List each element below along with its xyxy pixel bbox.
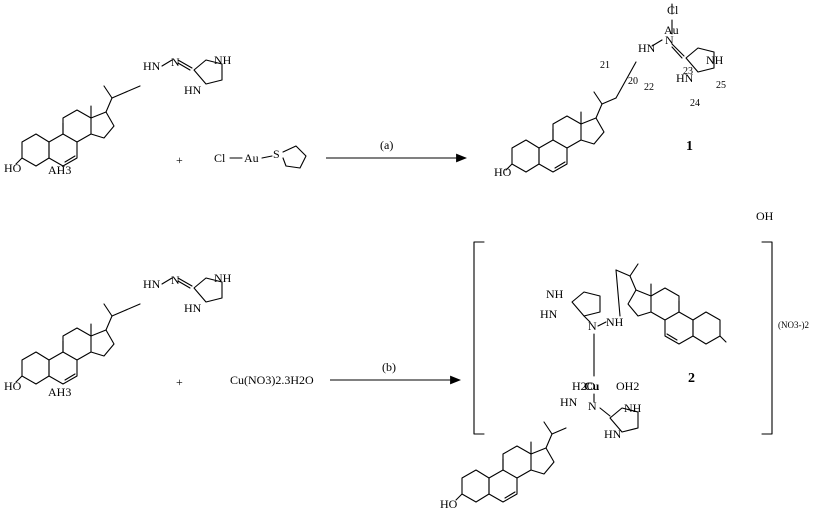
atom-number-22: 22: [644, 82, 654, 93]
cu-center-label: Cu: [584, 379, 600, 393]
n-label: N: [171, 55, 180, 69]
hn-label: HN: [540, 307, 558, 321]
atom-number-24: 24: [690, 98, 700, 109]
product-1: Cl Au HN N NH HN 21 20 22 23 24 25 HO 1: [494, 3, 726, 179]
hn-label: HN: [676, 71, 694, 85]
reaction-arrow-b: (b): [330, 360, 462, 385]
n-label: N: [588, 319, 597, 333]
product-2-complex: OH NH HN N NH H2O Cu OH2 N HN NH HN HO 2: [440, 209, 774, 511]
plus-sign: +: [176, 153, 183, 167]
condition-b: (b): [382, 360, 396, 374]
right-bracket: [761, 241, 773, 435]
ho-label: HO: [494, 165, 512, 179]
ho-label: HO: [440, 497, 458, 511]
atom-number-25: 25: [716, 80, 726, 91]
compound-number-2: 2: [688, 371, 695, 386]
au-label: Au: [664, 23, 679, 37]
nh-label: NH: [706, 53, 724, 67]
cl-label: Cl: [667, 3, 679, 17]
left-bracket: [473, 241, 485, 435]
compound-number-1: 1: [686, 139, 693, 154]
nh-label: NH: [546, 287, 564, 301]
condition-a: (a): [380, 138, 393, 152]
s-label: S: [273, 147, 280, 161]
oh-label: OH: [756, 209, 774, 223]
reagent-cu-nitrate: Cu(NO3)2.3H2O: [230, 373, 314, 387]
reaction-arrow-a: (a): [326, 138, 468, 163]
hn-label: HN: [560, 395, 578, 409]
water-right-label: OH2: [616, 379, 639, 393]
hn-label: HN: [184, 301, 202, 315]
compound-label-ah3: AH3: [48, 385, 71, 399]
au-label: Au: [244, 151, 259, 165]
ho-label: HO: [4, 379, 22, 393]
atom-number-21: 21: [600, 60, 610, 71]
counterion-label: (NO3-)2: [778, 320, 809, 330]
cl-label: Cl: [214, 151, 226, 165]
atom-number-20: 20: [628, 76, 638, 87]
reactant-ah3-bottom: HN N NH HN HO AH3: [4, 271, 232, 399]
hn-label: HN: [143, 59, 161, 73]
nh-label: NH: [214, 53, 232, 67]
hn-label: HN: [143, 277, 161, 291]
nh-label: NH: [214, 271, 232, 285]
n-label: N: [665, 33, 674, 47]
nh-label: NH: [624, 401, 642, 415]
n-label: N: [171, 273, 180, 287]
n-label: N: [588, 399, 597, 413]
hn-label: HN: [604, 427, 622, 441]
plus-sign: +: [176, 375, 183, 389]
compound-label-ah3: AH3: [48, 163, 71, 177]
atom-number-23: 23: [683, 66, 693, 77]
ho-label: HO: [4, 161, 22, 175]
nh-label: NH: [606, 315, 624, 329]
reactant-ah3-top: HN N NH HN HO AH3: [4, 53, 232, 177]
water-left-label: H2O: [572, 379, 596, 393]
reagent-au-tht: Cl Au S: [214, 145, 307, 169]
hn-label: HN: [638, 41, 656, 55]
hn-label: HN: [184, 83, 202, 97]
